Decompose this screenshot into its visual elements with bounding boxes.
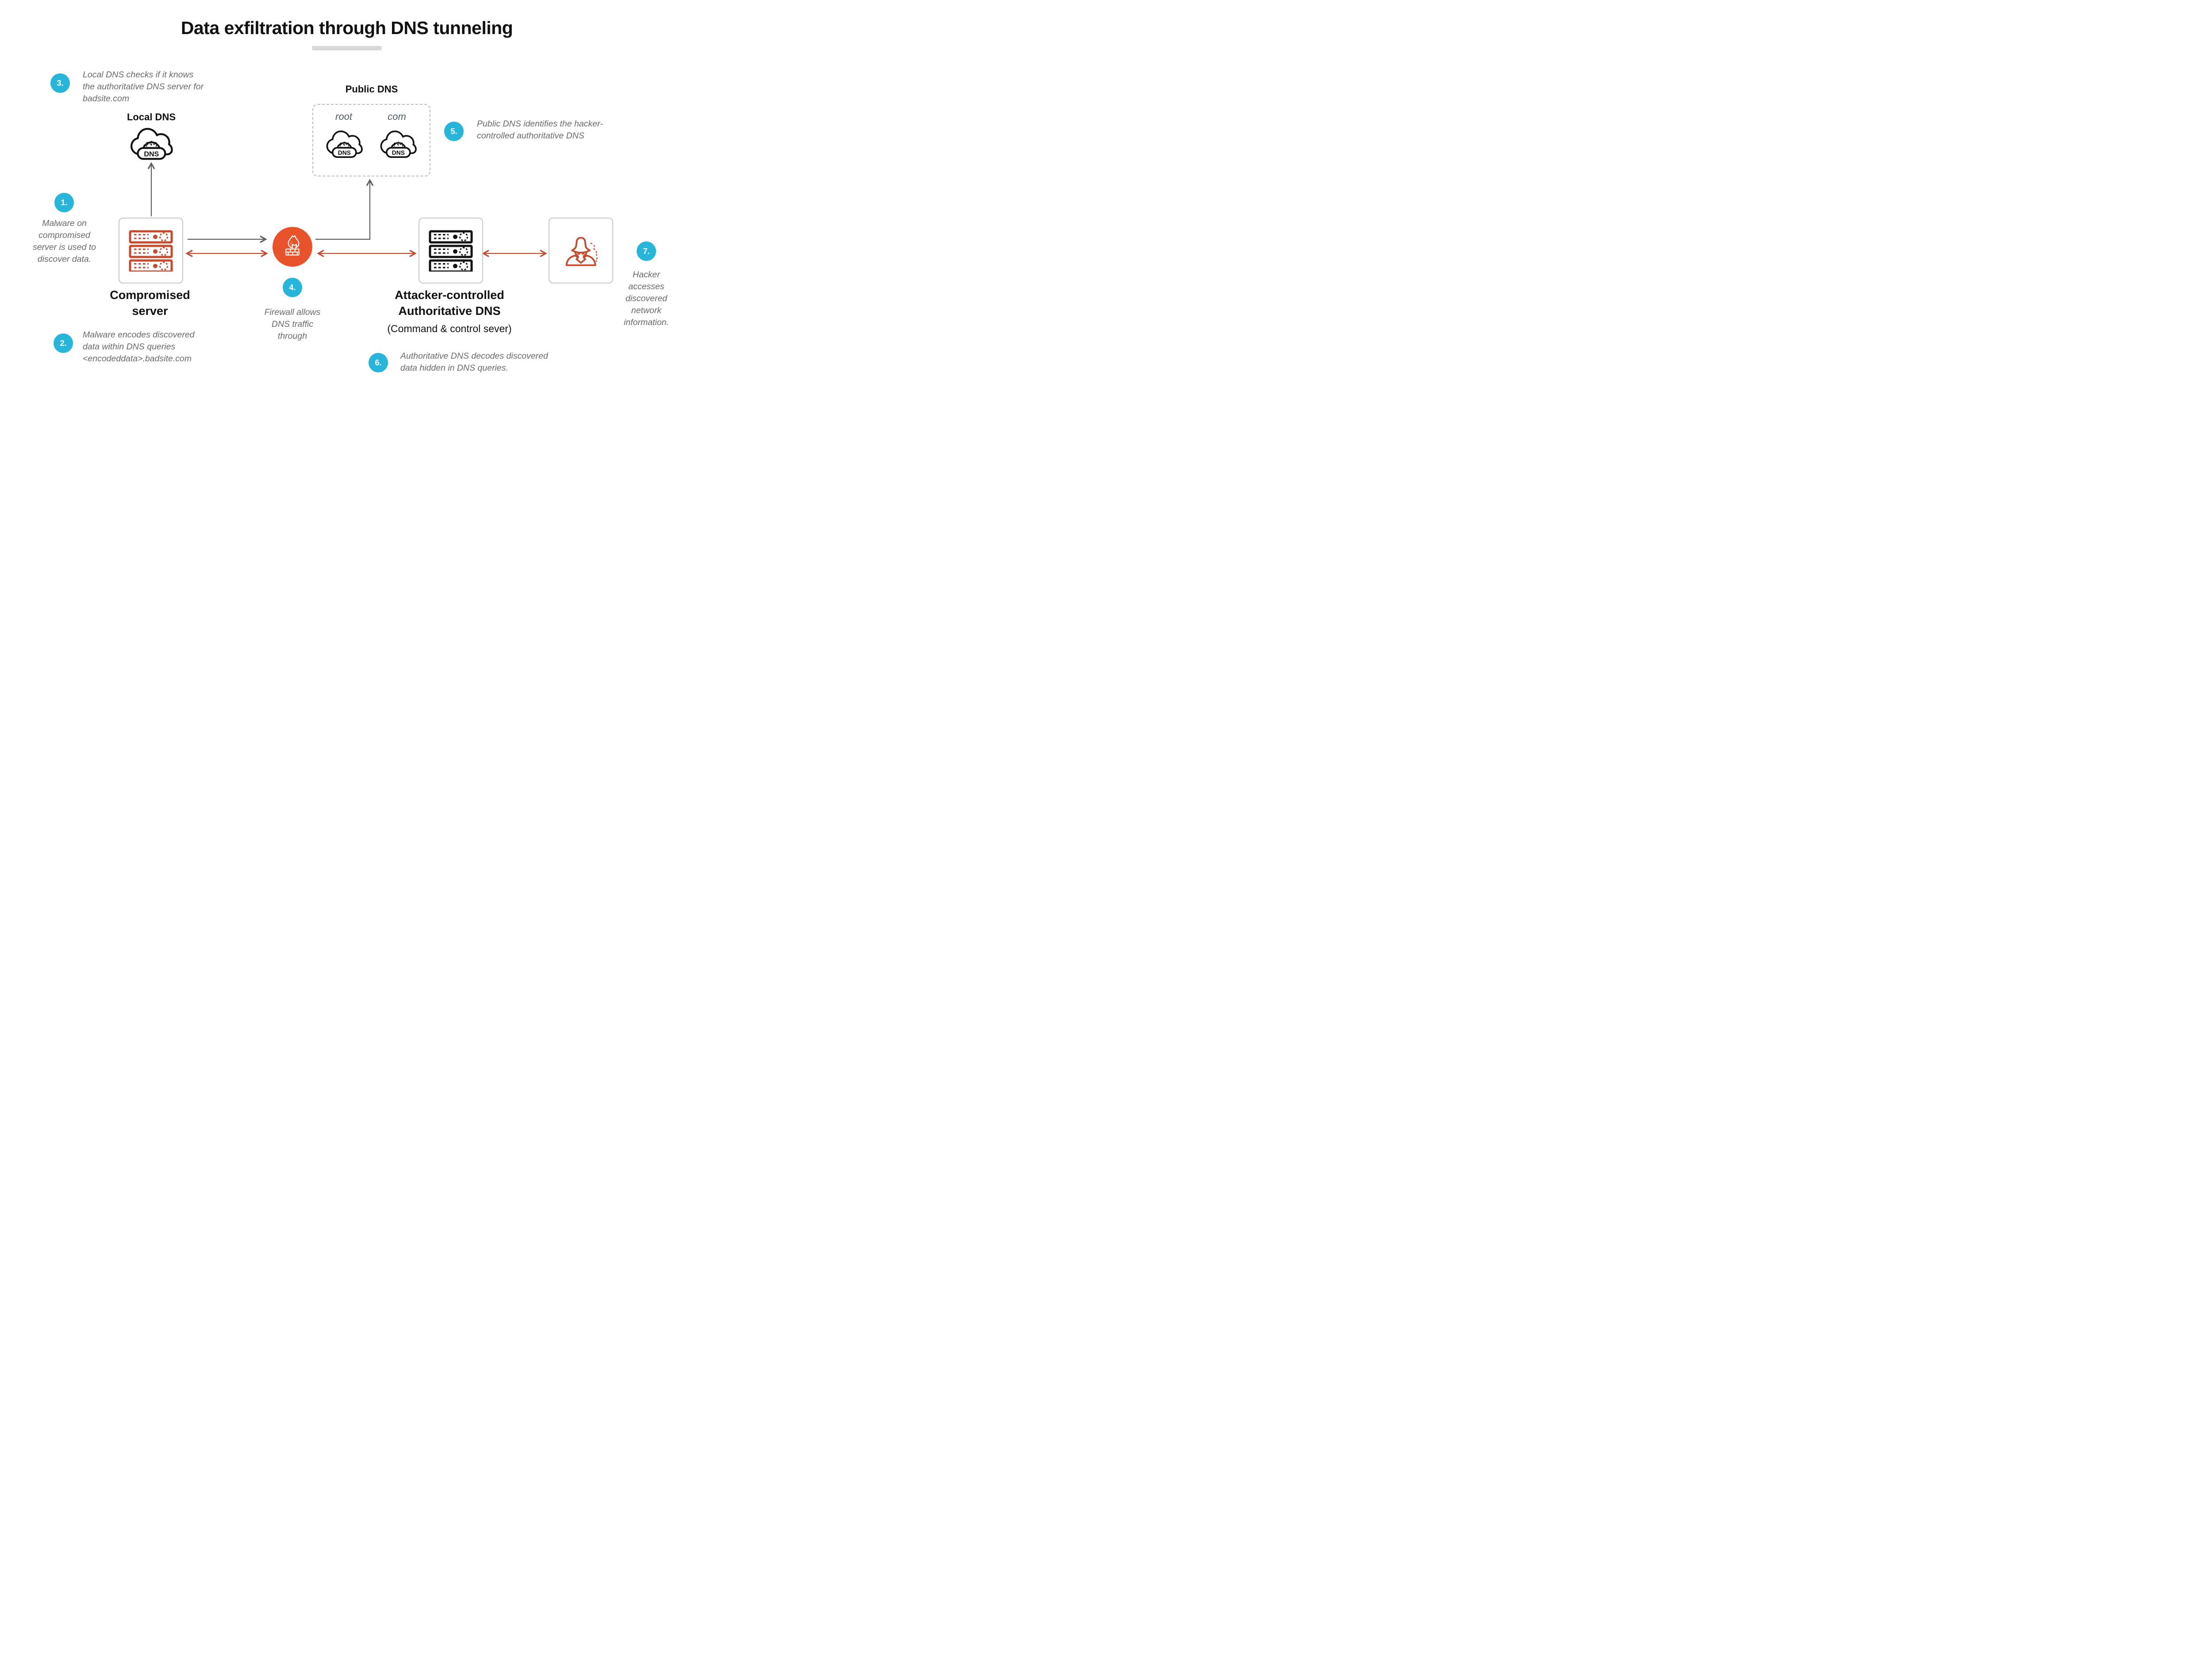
step-5-number: 5. — [450, 126, 457, 136]
public-dns-group-box — [312, 104, 430, 176]
firewall-circle — [273, 227, 312, 267]
title-underline — [312, 46, 382, 50]
page-title: Data exfiltration through DNS tunneling — [180, 18, 513, 38]
step-6-number: 6. — [375, 358, 382, 367]
step-1-badge: 1. — [54, 193, 74, 212]
cloud-dns-glyph — [326, 130, 363, 158]
root-dns-label: root — [335, 111, 352, 122]
step-6-note: Authoritative DNS decodes discovered dat… — [400, 351, 548, 373]
com-dns-label: com — [388, 111, 406, 122]
hacker-glyph — [565, 237, 596, 266]
step-5-badge: 5. — [444, 122, 464, 141]
server-rack-glyph — [130, 231, 172, 272]
public-dns-title: Public DNS — [345, 84, 398, 95]
step-4-number: 4. — [289, 283, 296, 292]
step-7-number: 7. — [643, 246, 650, 256]
step-6-badge: 6. — [369, 353, 388, 372]
step-1-note: Malware on compromised server is used to… — [32, 218, 96, 264]
server-rack-icon — [129, 230, 173, 272]
step-2-number: 2. — [60, 338, 67, 348]
step-2-note: Malware encodes discovered data within D… — [83, 330, 195, 364]
attacker-dns-title: Attacker-controlled Authoritative DNS — [395, 288, 504, 318]
step-5-note: Public DNS identifies the hacker-control… — [477, 119, 603, 141]
hacker-eyes — [576, 253, 585, 255]
brick-wall-glyph — [285, 249, 300, 256]
step-3-note: Local DNS checks if it knows the authori… — [83, 70, 204, 103]
hacker-dashed-echo — [590, 242, 598, 264]
firewall-icon — [285, 235, 300, 256]
server-rack-icon — [429, 230, 473, 272]
step-4-badge: 4. — [283, 278, 302, 297]
hacker-card — [549, 218, 613, 284]
flame-sparks — [290, 241, 293, 246]
hacker-icon — [565, 237, 598, 266]
step-3-badge: 3. — [50, 73, 70, 93]
server-rack-glyph — [430, 231, 472, 272]
local-dns-title: Local DNS — [127, 111, 176, 123]
cloud-dns-glyph — [131, 129, 172, 159]
root-dns-cloud-icon — [326, 130, 363, 158]
step-3-number: 3. — [57, 78, 64, 88]
flame-glyph — [288, 235, 300, 249]
step-4-note: Firewall allows DNS traffic through — [264, 307, 321, 341]
step-2-badge: 2. — [54, 333, 73, 353]
local-dns-cloud-icon — [129, 127, 174, 162]
com-dns-cloud-icon — [380, 130, 417, 158]
arrow-firewall-to-public-dns — [315, 181, 370, 240]
compromised-server-card — [119, 218, 183, 284]
attacker-dns-subtitle: (Command & control sever) — [387, 323, 512, 334]
dns-tunneling-diagram: Data exfiltration through DNS tunneling … — [0, 0, 694, 390]
step-7-badge: 7. — [637, 241, 656, 261]
step-1-number: 1. — [61, 198, 68, 207]
attacker-dns-card — [419, 218, 483, 284]
cloud-dns-glyph — [380, 130, 417, 158]
step-7-note: Hacker accesses discovered network infor… — [624, 270, 669, 327]
compromised-server-title: Compromised server — [110, 288, 190, 318]
